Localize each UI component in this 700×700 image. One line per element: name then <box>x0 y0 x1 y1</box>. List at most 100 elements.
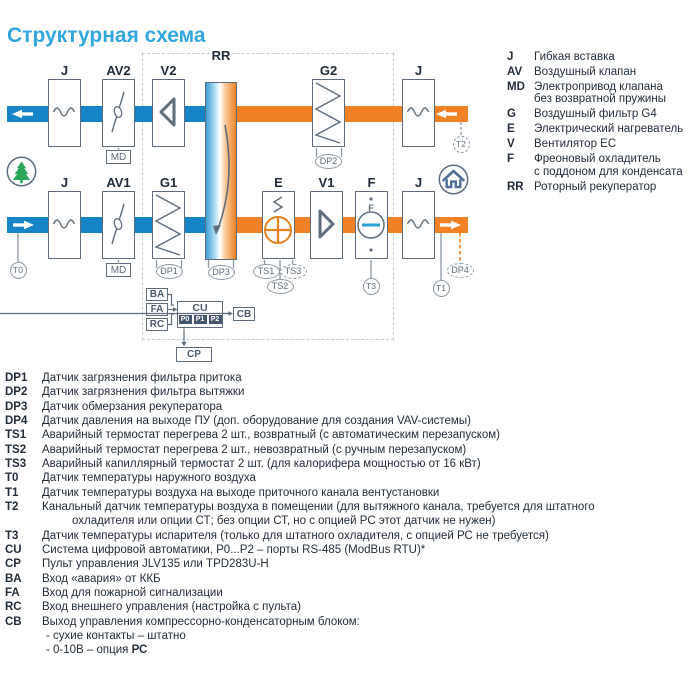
note-text: Аварийный термостат перегрева 2 шт., нев… <box>42 443 467 456</box>
controller-cu-label: CU <box>192 302 208 314</box>
component-flex-insert-extract: J <box>402 63 435 147</box>
legend-text: без возвратной пружины <box>534 93 666 106</box>
component-flex-insert-exhaust: J <box>48 63 81 147</box>
fan-left-icon <box>159 97 176 127</box>
flex-insert-icon <box>406 219 430 229</box>
legend-key: G <box>507 108 516 121</box>
output-cb-box: CB <box>233 307 255 321</box>
legend-text: Фреоновый охладитель <box>534 153 661 166</box>
sensor-dp2: DP2 <box>315 153 342 169</box>
note-text: Датчик давления на выходе ПУ (доп. обору… <box>42 414 471 427</box>
air-valve-icon <box>111 91 125 133</box>
note-text: - сухие контакты – штатно <box>46 629 186 642</box>
note-text: Система цифровой автоматики, P0...P2 – п… <box>42 543 426 556</box>
component-flex-insert-supply: J <box>402 175 435 259</box>
note-text: Пульт управления JLV135 или TPD283U-H <box>42 558 269 571</box>
component-body <box>48 191 81 259</box>
cu-ports: P0 P1 P2 <box>178 315 222 324</box>
sensor-t1: T1 <box>432 279 450 297</box>
sensor-ts2: TS2 <box>266 278 294 294</box>
component-label: F <box>367 175 376 190</box>
component-label: G1 <box>159 175 178 190</box>
component-label: J <box>60 63 69 78</box>
component-body <box>402 191 435 259</box>
sensor-ts3: TS3 <box>279 263 307 279</box>
legend-item: V Вентилятор ЕС <box>507 138 699 150</box>
legend-text: Электрический нагреватель <box>534 123 684 136</box>
tree-icon <box>6 156 36 186</box>
note-text: Датчик температуры испарителя (только дл… <box>42 529 549 542</box>
component-label: AV1 <box>106 175 131 190</box>
sensor-dp4: DP4 <box>446 262 474 278</box>
component-body <box>152 79 185 147</box>
port-p2: P2 <box>208 315 222 324</box>
note-row-continued: охладителя или опции СТ; без опции СТ, н… <box>5 514 699 528</box>
fan-right-icon <box>318 209 335 239</box>
component-label: J <box>414 175 423 190</box>
legend-text: Роторный рекуператор <box>534 180 657 193</box>
legend-text: Воздушный клапан <box>534 66 637 78</box>
input-ba-box: BA <box>146 288 168 301</box>
note-text: Вход «авария» от ККБ <box>42 572 161 585</box>
legend-text: с поддоном для конденсата <box>534 165 683 178</box>
component-label: G2 <box>319 63 338 78</box>
cooler-icon: F <box>357 197 385 252</box>
component-body <box>402 79 435 147</box>
note-text: Датчик обмерзания рекуператора <box>42 400 223 413</box>
component-flex-insert-outdoor: J <box>48 175 81 259</box>
flex-insert-icon <box>52 107 76 117</box>
note-text: Вход для пожарной сигнализации <box>42 586 223 599</box>
note-text: Датчик температуры воздуха на выходе при… <box>42 486 440 499</box>
note-text: Аварийный термостат перегрева 2 шт., воз… <box>42 429 501 442</box>
page-title: Структурная схема <box>7 24 206 47</box>
note-text: Выход управления компрессорно-конденсато… <box>42 615 360 628</box>
legend-text: Электропривод клапана <box>534 81 663 93</box>
legend-text: Вентилятор ЕС <box>534 138 617 151</box>
heater-icon <box>264 196 292 244</box>
filter-icon <box>154 194 182 256</box>
component-body <box>102 191 135 259</box>
component-air-valve-av2: AV2 <box>102 63 135 147</box>
component-electric-heater: E <box>262 175 295 259</box>
note-row-continued: - 0-10В – опция РС <box>5 643 699 657</box>
input-fa-box: FA <box>146 303 168 316</box>
control-panel-cp-box: CP <box>176 347 212 362</box>
sensor-t0: T0 <box>9 261 27 279</box>
sensor-dp3: DP3 <box>207 264 235 280</box>
legend-key: MD <box>507 81 525 93</box>
component-air-valve-av1: AV1 <box>102 175 135 259</box>
legend-key: F <box>507 153 515 166</box>
component-body <box>152 191 185 259</box>
actuator-md-top: MD <box>106 150 131 164</box>
port-p1: P1 <box>193 315 207 324</box>
legend-key: V <box>507 138 515 151</box>
component-body <box>48 79 81 147</box>
component-body <box>102 79 135 147</box>
sensor-dp1: DP1 <box>155 263 183 279</box>
component-label: J <box>60 175 69 190</box>
component-label: J <box>414 63 423 78</box>
component-label-rr: RR <box>211 48 231 63</box>
rotation-arrow-icon <box>213 124 230 235</box>
note-text: Аварийный капиллярный термостат 2 шт. (д… <box>42 457 481 470</box>
note-row-continued: - сухие контакты – штатно <box>5 629 699 643</box>
